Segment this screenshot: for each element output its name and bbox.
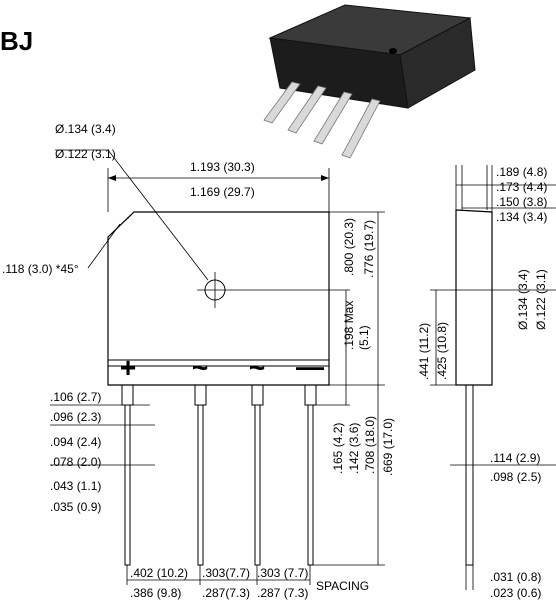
- standoff-max: .165 (4.2): [331, 423, 345, 474]
- side-thick2-max: .150 (3.8): [496, 195, 547, 209]
- standoff-min: .142 (3.6): [347, 423, 361, 474]
- hole-dia-min: Ø.122 (3.1): [55, 147, 116, 161]
- pin-label-ac2: ~: [249, 352, 265, 383]
- spacing2-max: .303(7.7): [202, 566, 250, 580]
- spacing2-min: .287(7.3): [202, 586, 250, 600]
- body-height-min: .776 (19.7): [362, 220, 376, 278]
- front-leads: [121, 384, 317, 566]
- body-width-max: 1.193 (30.3): [190, 160, 255, 174]
- package-3d-render: [263, 4, 476, 159]
- side-thick1-min: .173 (4.4): [496, 180, 547, 194]
- spacing3-max: .303 (7.7): [257, 566, 308, 580]
- lead-dim2-max: .094 (2.4): [50, 435, 101, 449]
- spacing1-min: .386 (9.8): [130, 586, 181, 600]
- side-thick1-max: .189 (4.8): [496, 165, 547, 179]
- hole-to-edge: .198 Max: [342, 301, 356, 350]
- pin-label-minus: —: [296, 351, 324, 382]
- side-view-labels: .189 (4.8) .173 (4.4) .150 (3.8) .134 (3…: [417, 165, 548, 600]
- spacing-label: SPACING: [316, 579, 369, 593]
- body-height-max: .800 (20.3): [342, 218, 356, 276]
- front-view-labels: Ø.134 (3.4) Ø.122 (3.1) 1.193 (30.3) 1.1…: [2, 122, 395, 600]
- side-body-outline: [455, 209, 493, 386]
- side-lead-t-max: .031 (0.8): [490, 570, 541, 584]
- side-lead-w-min: .098 (2.5): [490, 470, 541, 484]
- lead-dim2-min: .078 (2.0): [50, 455, 101, 469]
- lead-thick-max: .043 (1.1): [50, 479, 101, 493]
- lead-len-max: .708 (18.0): [363, 416, 377, 474]
- side-thick2-min: .134 (3.4): [496, 210, 547, 224]
- spacing1-max: .402 (10.2): [130, 566, 188, 580]
- side-hole-dia-max: Ø.134 (3.4): [516, 269, 530, 330]
- body-width-min: 1.169 (29.7): [190, 185, 255, 199]
- lead-thick-min: .035 (0.9): [50, 500, 101, 514]
- hole-to-edge-mm: (5.1): [357, 325, 371, 350]
- side-lead-w-max: .114 (2.9): [490, 451, 540, 465]
- side-view: [430, 165, 556, 590]
- lead-width-max: .106 (2.7): [50, 390, 101, 404]
- side-lead-t-min: .023 (0.6): [490, 586, 541, 600]
- side-hole-dia-min: Ø.122 (3.1): [534, 269, 548, 330]
- hole-dia-max: Ø.134 (3.4): [55, 122, 116, 136]
- chamfer-dim: .118 (3.0) *45°: [2, 262, 79, 276]
- lead-width-min: .096 (2.3): [50, 410, 101, 424]
- side-hole-height-max: .441 (11.2): [417, 323, 431, 380]
- side-hole-height-min: .425 (10.8): [435, 322, 449, 380]
- lead-len-min: .669 (17.0): [381, 418, 395, 476]
- package-name: BJ: [0, 26, 33, 56]
- pin-label-plus: +: [120, 352, 136, 383]
- pin-label-ac1: ~: [192, 352, 208, 383]
- spacing3-min: .287 (7.3): [257, 586, 308, 600]
- front-view: + ~ ~ —: [50, 149, 385, 585]
- side-lead: [465, 384, 474, 566]
